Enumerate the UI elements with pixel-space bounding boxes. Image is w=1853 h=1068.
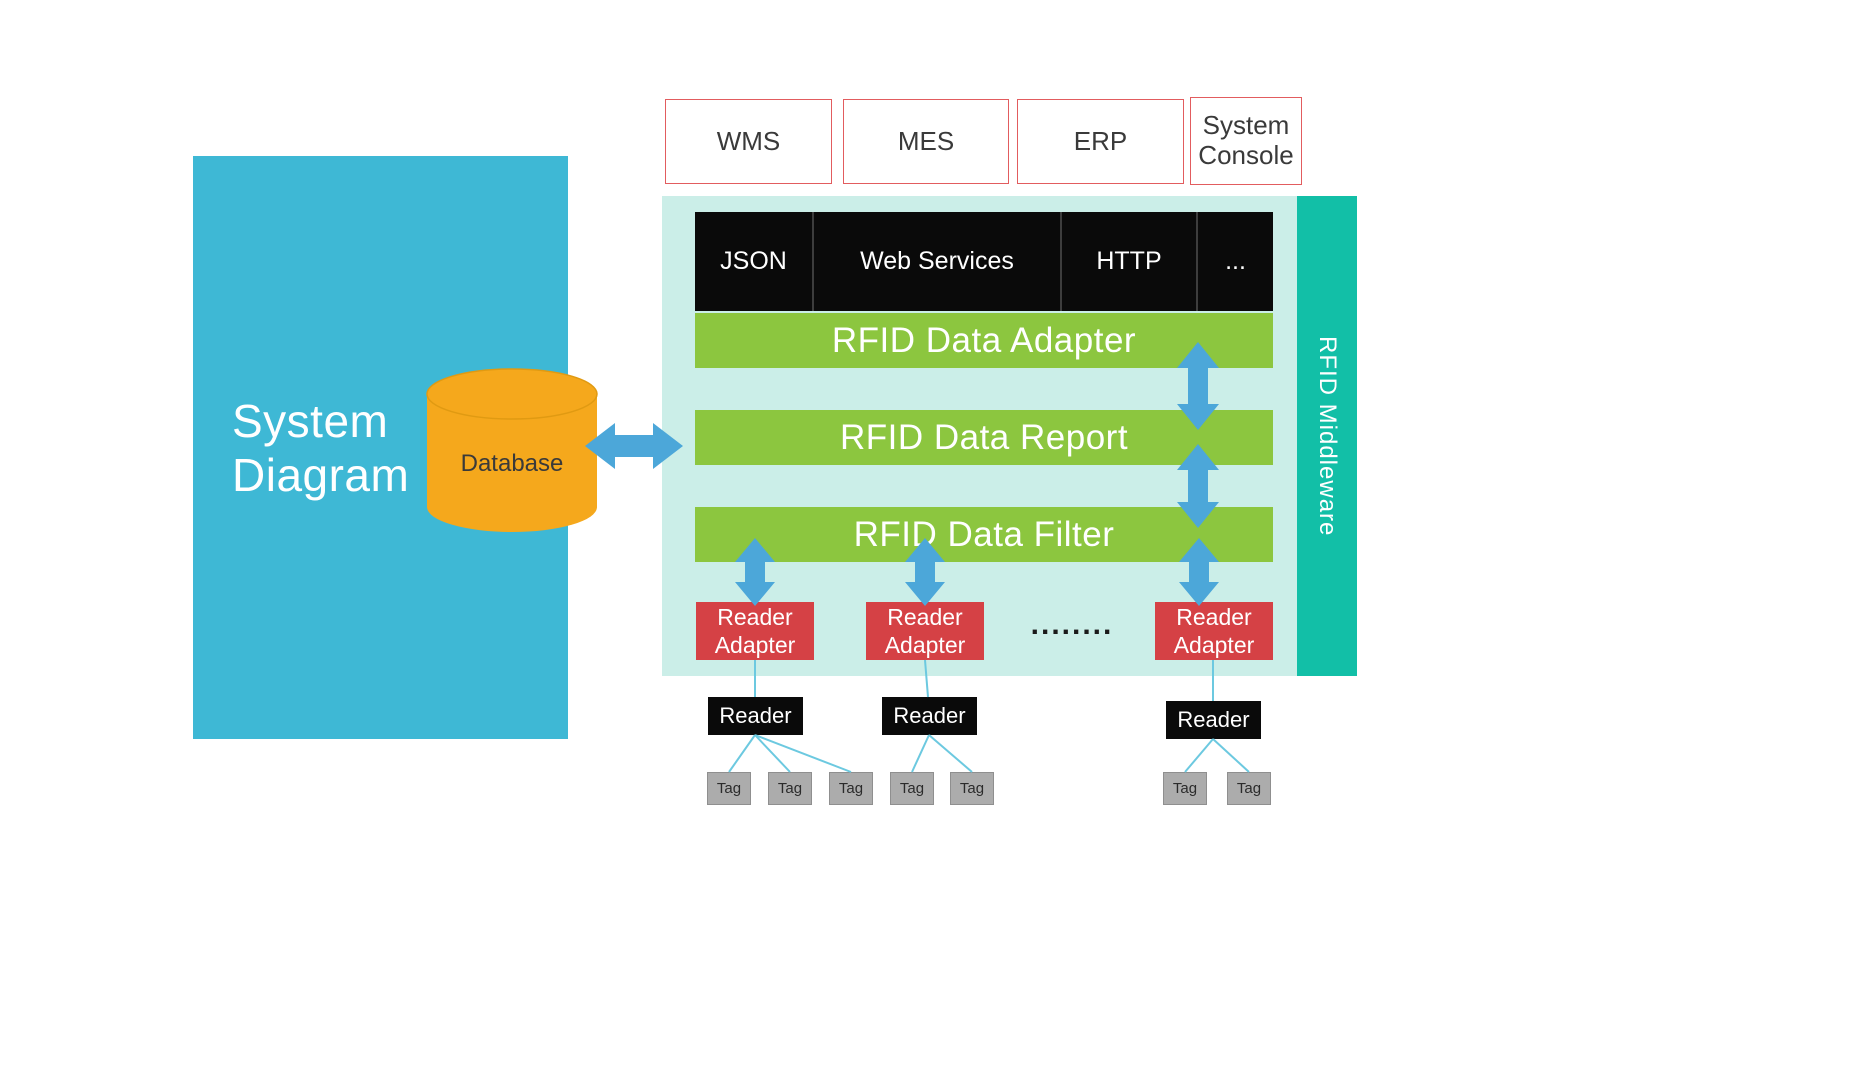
reader-adapter-2: Reader Adapter — [866, 602, 984, 660]
protocol-json-label: JSON — [720, 247, 787, 275]
database-cylinder-body — [427, 394, 597, 532]
tag-7: Tag — [1227, 772, 1271, 805]
tag-1-label: Tag — [716, 780, 742, 797]
reader3-tag7-line — [1212, 738, 1250, 773]
protocol-web-services-label: Web Services — [860, 247, 1014, 275]
protocol-bar: JSON Web Services HTTP ... — [695, 212, 1273, 311]
tag-6-label: Tag — [1172, 780, 1198, 797]
reader-adapter-1-label: Reader Adapter — [714, 603, 796, 658]
reader-1: Reader — [708, 697, 803, 735]
reader2-tag5-line — [928, 734, 973, 773]
system-box-wms: WMS — [665, 99, 832, 184]
reader3-tag6-line — [1184, 738, 1214, 773]
tag-5-label: Tag — [959, 780, 985, 797]
reader2-tag4-line — [911, 734, 930, 773]
reader-adapter-3-label: Reader Adapter — [1173, 603, 1255, 658]
middleware-sidebar-label: RFID Middleware — [1314, 335, 1341, 537]
tag-3-label: Tag — [838, 780, 864, 797]
page-title: System Diagram — [232, 395, 410, 502]
system-box-mes: MES — [843, 99, 1009, 184]
reader-adapter-1: Reader Adapter — [696, 602, 814, 660]
reader-3: Reader — [1166, 701, 1261, 739]
layer-rfid-data-adapter: RFID Data Adapter — [695, 313, 1273, 368]
system-box-erp-label: ERP — [1073, 125, 1128, 156]
reader-adapter-2-label: Reader Adapter — [884, 603, 966, 658]
tag-6: Tag — [1163, 772, 1207, 805]
tag-4-label: Tag — [899, 780, 925, 797]
reader1-tag2-line — [754, 734, 791, 773]
reader-2-label: Reader — [893, 703, 966, 728]
tag-5: Tag — [950, 772, 994, 805]
database-label: Database — [460, 450, 564, 477]
system-box-erp: ERP — [1017, 99, 1184, 184]
protocol-http: HTTP — [1060, 212, 1196, 311]
reader-2: Reader — [882, 697, 977, 735]
tag-7-label: Tag — [1236, 780, 1262, 797]
tag-4: Tag — [890, 772, 934, 805]
layer-rfid-data-adapter-label: RFID Data Adapter — [831, 320, 1137, 360]
protocol-web-services: Web Services — [812, 212, 1060, 311]
system-box-wms-label: WMS — [716, 125, 781, 156]
reader1-tag3-line — [754, 734, 852, 773]
database-cylinder-shape — [426, 368, 598, 532]
reader-1-label: Reader — [719, 703, 792, 728]
system-box-system-console-label: System Console — [1198, 110, 1294, 170]
protocol-http-label: HTTP — [1096, 247, 1162, 275]
reader-adapters-ellipsis: ........ — [1030, 608, 1114, 641]
layer-rfid-data-filter-label: RFID Data Filter — [853, 514, 1115, 554]
reader-adapter-3: Reader Adapter — [1155, 602, 1273, 660]
system-box-system-console: System Console — [1190, 97, 1302, 185]
reader-3-label: Reader — [1177, 707, 1250, 732]
layer-rfid-data-report-label: RFID Data Report — [839, 417, 1129, 457]
protocol-more-label: ... — [1225, 247, 1246, 275]
protocol-more: ... — [1196, 212, 1273, 311]
protocol-json: JSON — [695, 212, 812, 311]
tag-2-label: Tag — [777, 780, 803, 797]
middleware-sidebar: RFID Middleware — [1297, 196, 1357, 676]
tag-1: Tag — [707, 772, 751, 805]
system-box-mes-label: MES — [897, 125, 955, 156]
layer-rfid-data-filter: RFID Data Filter — [695, 507, 1273, 562]
reader1-tag1-line — [728, 734, 756, 773]
database-cylinder: Database — [426, 368, 598, 533]
database-cylinder-top — [426, 368, 598, 420]
layer-rfid-data-report: RFID Data Report — [695, 410, 1273, 465]
tag-3: Tag — [829, 772, 873, 805]
tag-2: Tag — [768, 772, 812, 805]
